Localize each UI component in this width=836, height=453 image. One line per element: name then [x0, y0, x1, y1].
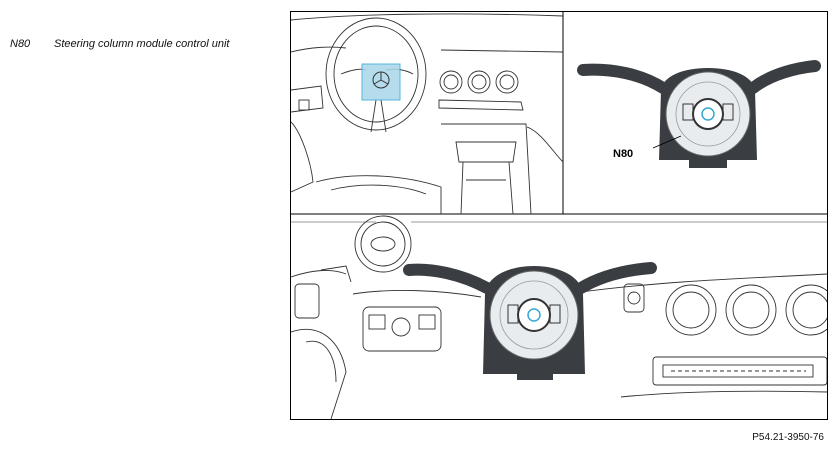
diagram-drawing: N80	[291, 12, 827, 419]
figure-id: P54.21-3950-76	[752, 432, 824, 443]
overview-panel	[291, 13, 564, 215]
diagram-figure: N80	[290, 11, 828, 420]
module-installed	[403, 262, 657, 380]
highlight-box	[361, 63, 401, 101]
installed-panel	[291, 215, 827, 419]
legend-description: Steering column module control unit	[54, 38, 230, 50]
module-closeup	[577, 60, 821, 168]
callout-label: N80	[613, 148, 633, 160]
legend-row: N80 Steering column module control unit	[10, 38, 229, 50]
star-logo	[372, 71, 390, 89]
legend-code: N80	[10, 38, 31, 50]
